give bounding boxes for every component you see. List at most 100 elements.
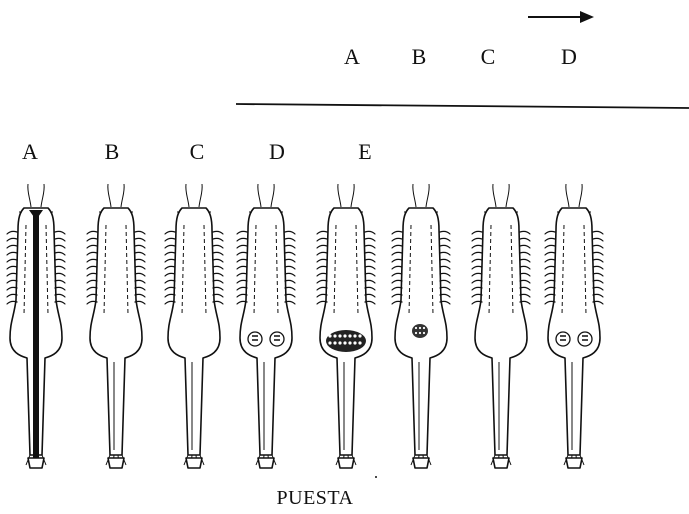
gonad-dot — [358, 334, 361, 337]
gonad-dot — [584, 335, 586, 337]
leg-spine — [317, 252, 327, 255]
gonad-dot — [274, 335, 276, 337]
leg-spine — [317, 238, 327, 241]
specimens-row — [7, 184, 603, 468]
leg-spine — [472, 266, 482, 269]
leg-spine — [213, 252, 223, 255]
leg-spine — [87, 273, 97, 276]
gonad-dot — [353, 341, 356, 344]
gonad-dot — [353, 334, 356, 337]
leg-spine — [392, 266, 402, 269]
leg-spine — [55, 252, 65, 255]
leg-spine — [213, 273, 223, 276]
antenna — [506, 184, 509, 207]
leg-spine — [593, 231, 603, 234]
gonad-dot — [278, 339, 280, 341]
gonad-dot — [333, 341, 336, 344]
leg-spine — [392, 245, 402, 248]
antenna — [258, 184, 261, 207]
leg-spine — [440, 252, 450, 255]
gonad-dot — [358, 341, 361, 344]
leg-spine — [135, 231, 145, 234]
leg-spine — [392, 238, 402, 241]
antenna — [271, 184, 274, 207]
leg-spine — [165, 231, 175, 234]
body-outline — [240, 208, 292, 455]
leg-spine — [87, 245, 97, 248]
gonad-dot — [582, 335, 584, 337]
stage-label-c: C — [190, 139, 205, 164]
stage-label-a: A — [22, 139, 38, 164]
leg-spine — [440, 273, 450, 276]
leg-spine — [520, 280, 530, 283]
gonad-mass — [326, 330, 366, 352]
leg-spine — [285, 245, 295, 248]
specimen-e — [317, 184, 375, 468]
leg-spine — [520, 273, 530, 276]
gonad-dot — [562, 339, 564, 341]
antenna — [108, 184, 111, 207]
leg-spine — [472, 280, 482, 283]
specimen-post-c — [545, 184, 603, 468]
arrow-icon — [528, 11, 594, 23]
leg-spine — [7, 273, 17, 276]
tail-tip — [413, 458, 429, 468]
leg-spine — [165, 252, 175, 255]
antenna — [493, 184, 496, 207]
gonad-dot — [343, 341, 346, 344]
specimen-c — [165, 184, 223, 468]
leg-spine — [213, 280, 223, 283]
leg-spine — [87, 259, 97, 262]
leg-spine — [285, 273, 295, 276]
gonad-dot — [338, 334, 341, 337]
antenna — [199, 184, 202, 207]
leg-spine — [365, 280, 375, 283]
leg-spine — [213, 259, 223, 262]
leg-spine — [7, 252, 17, 255]
leg-spine — [237, 266, 247, 269]
leg-spine — [87, 238, 97, 241]
leg-spine — [135, 266, 145, 269]
antenna — [121, 184, 124, 207]
leg-spine — [472, 252, 482, 255]
leg-spine — [213, 238, 223, 241]
leg-spine — [520, 266, 530, 269]
leg-spine — [165, 280, 175, 283]
leg-spine — [472, 231, 482, 234]
leg-spine — [7, 280, 17, 283]
leg-spine — [392, 252, 402, 255]
leg-spine — [520, 238, 530, 241]
leg-spine — [55, 280, 65, 283]
leg-spine — [440, 238, 450, 241]
leg-spine — [392, 259, 402, 262]
gonad-dot — [328, 334, 331, 337]
leg-spine — [285, 231, 295, 234]
leg-spine — [237, 280, 247, 283]
gonad-dot — [252, 339, 254, 341]
gonad-dot — [560, 339, 562, 341]
leg-spine — [213, 245, 223, 248]
leg-spine — [365, 245, 375, 248]
leg-spine — [237, 273, 247, 276]
gonad-dot — [584, 339, 586, 341]
leg-spine — [237, 259, 247, 262]
gonad-dot — [252, 335, 254, 337]
leg-spine — [520, 245, 530, 248]
leg-spine — [55, 231, 65, 234]
leg-spine — [472, 245, 482, 248]
leg-spine — [237, 245, 247, 248]
gonad-dot — [564, 335, 566, 337]
caption-puesta: PUESTA — [277, 487, 354, 509]
stage-label-b: B — [105, 139, 120, 164]
gonad-dot — [256, 335, 258, 337]
body-outline — [475, 208, 527, 455]
body-outline — [548, 208, 600, 455]
gonad-dot — [276, 335, 278, 337]
tail-tip — [108, 458, 124, 468]
gonad-dot — [348, 334, 351, 337]
gonad-dot — [343, 334, 346, 337]
leg-spine — [440, 245, 450, 248]
leg-spine — [365, 231, 375, 234]
leg-spine — [593, 252, 603, 255]
leg-spine — [135, 245, 145, 248]
